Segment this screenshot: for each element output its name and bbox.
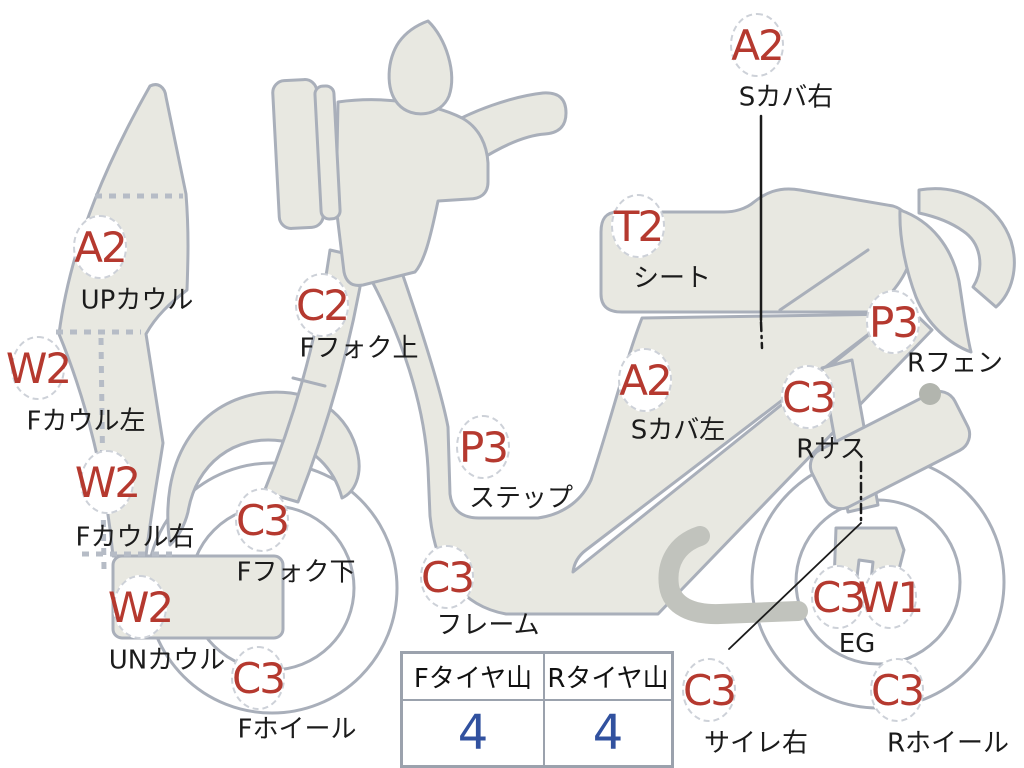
- leader-lines: [728, 114, 863, 650]
- tire-table-header: Fタイヤ山: [403, 654, 543, 701]
- part-label: Sカバ左: [630, 415, 726, 446]
- grade-code-circle: C3: [870, 658, 925, 722]
- part-label: Rサス: [796, 434, 866, 465]
- part-label: Rフェン: [906, 348, 1004, 379]
- grade-code-circle: C3: [811, 565, 866, 629]
- grade-code-circle: P3: [866, 290, 920, 354]
- tire-tread-value: 4: [457, 705, 489, 761]
- grade-code-circle: T2: [611, 194, 665, 258]
- grade-code-circle: W2: [6, 336, 72, 400]
- part-label: EG: [838, 629, 876, 659]
- grade-code-circle: P3: [456, 415, 510, 479]
- grade-code-circle: C3: [682, 658, 737, 722]
- part-label: Fフォク下: [236, 557, 356, 588]
- part-label: UNカウル: [108, 645, 226, 676]
- grade-code-circle: C2: [295, 273, 350, 337]
- part-label: シート: [632, 263, 712, 294]
- handlebar-assembly: [271, 19, 568, 287]
- part-label: Rホイール: [886, 728, 1010, 759]
- grade-code-circle: W1: [858, 565, 924, 629]
- front-cowl: [57, 83, 190, 558]
- part-label: フレーム: [436, 610, 540, 641]
- tire-table-header: Rタイヤ山: [545, 654, 671, 701]
- seat: [599, 187, 916, 314]
- mirror: [387, 19, 454, 116]
- part-label: Sカバ右: [738, 82, 834, 113]
- part-label: UPカウル: [80, 285, 194, 316]
- grade-code-circle: A2: [73, 215, 128, 279]
- grade-code-circle: C3: [231, 646, 286, 710]
- grade-code-circle: A2: [618, 348, 673, 412]
- frame-and-body: [350, 236, 934, 616]
- part-label: Fカウル右: [75, 522, 195, 553]
- part-label: サイレ右: [703, 728, 809, 759]
- rear-carrier: [917, 187, 1016, 309]
- grade-code-circle: W2: [108, 575, 174, 639]
- grade-code-circle: W2: [75, 450, 141, 514]
- part-label: Fフォク上: [299, 333, 419, 364]
- part-label: Fホイール: [237, 714, 357, 745]
- grade-code-circle: A2: [730, 13, 785, 77]
- grade-code-circle: C3: [781, 365, 836, 429]
- rear-fender: [898, 208, 973, 354]
- exhaust-pipe: [658, 526, 808, 625]
- grade-code-circle: C3: [235, 488, 290, 552]
- part-label: Fカウル左: [26, 406, 146, 437]
- muffler: [808, 383, 972, 511]
- part-label: ステップ: [468, 483, 574, 514]
- tire-tread-value: 4: [592, 705, 624, 761]
- grade-code-circle: C3: [420, 545, 475, 609]
